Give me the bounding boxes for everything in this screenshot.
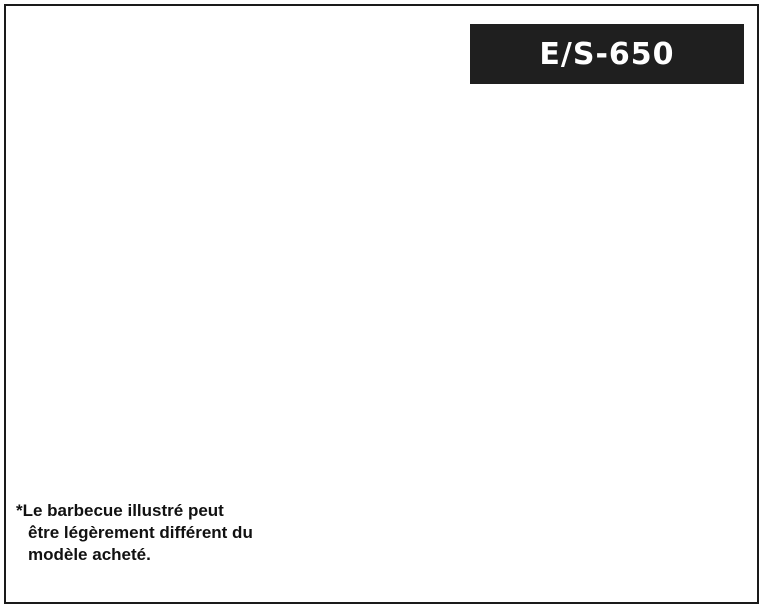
model-label: E/S-650 [470, 24, 744, 84]
note-line-2: être légèrement différent du [28, 523, 253, 542]
note-line-1: *Le barbecue illustré peut [16, 501, 224, 520]
disclaimer-note: *Le barbecue illustré peut être légèreme… [16, 500, 346, 566]
model-label-text: E/S-650 [539, 36, 675, 72]
note-line-3: modèle acheté. [28, 545, 151, 564]
diagram-frame [4, 4, 759, 604]
